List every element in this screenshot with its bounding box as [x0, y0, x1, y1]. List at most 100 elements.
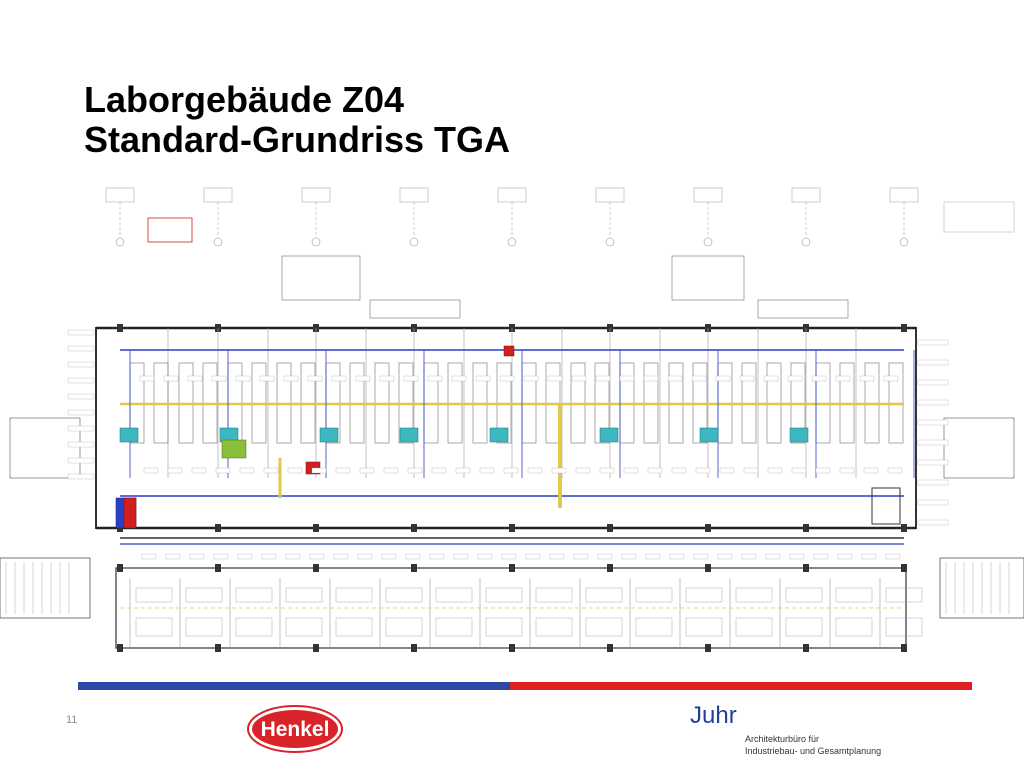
floor-plan-drawing	[0, 178, 1024, 678]
annotation-tag	[717, 553, 733, 560]
column	[509, 644, 515, 652]
office-desk	[685, 617, 723, 637]
side-note	[67, 377, 95, 384]
office-desk	[235, 617, 273, 637]
annotation-tag	[527, 467, 543, 474]
annotation-tag	[143, 467, 159, 474]
alert-note-box	[147, 217, 193, 243]
axis-label-box	[497, 187, 527, 203]
column	[901, 564, 907, 572]
annotation-tag	[693, 553, 709, 560]
grid-axis-bubble	[801, 237, 811, 247]
annotation-tag	[621, 553, 637, 560]
annotation-tag	[335, 467, 351, 474]
title-line-2: Standard-Grundriss TGA	[84, 119, 511, 160]
annotation-tag	[597, 553, 613, 560]
office-desk	[385, 587, 423, 603]
column	[313, 644, 319, 652]
annotation-tag	[381, 553, 397, 560]
annotation-tag	[477, 553, 493, 560]
annotation-tag	[645, 553, 661, 560]
axis-label-box	[399, 187, 429, 203]
axis-label-box	[693, 187, 723, 203]
column	[901, 324, 907, 332]
annotation-tag	[187, 375, 203, 382]
annotation-tag	[811, 375, 827, 382]
annotation-tag	[767, 467, 783, 474]
note-box	[757, 299, 849, 319]
color-bar	[78, 682, 972, 690]
axis-label-box	[203, 187, 233, 203]
stair-core	[0, 557, 91, 619]
annotation-tag	[691, 375, 707, 382]
office-desk	[685, 587, 723, 603]
annotation-tag	[311, 467, 327, 474]
office-desk	[335, 617, 373, 637]
column	[705, 644, 711, 652]
annotation-tag	[671, 467, 687, 474]
annotation-tag	[839, 467, 855, 474]
annotation-tag	[739, 375, 755, 382]
page-number: 11	[66, 714, 78, 726]
shaft	[871, 487, 901, 525]
henkel-logo: Henkel	[246, 704, 344, 754]
office-desk	[485, 587, 523, 603]
fume-hood	[119, 427, 139, 443]
annotation-tag	[789, 553, 805, 560]
side-note	[67, 473, 95, 480]
annotation-tag	[287, 467, 303, 474]
office-desk	[335, 587, 373, 603]
annotation-tag	[331, 375, 347, 382]
side-note	[917, 479, 949, 486]
column	[411, 644, 417, 652]
office-desk	[535, 617, 573, 637]
annotation-tag	[837, 553, 853, 560]
annotation-tag	[139, 375, 155, 382]
sanitary-core	[943, 417, 1015, 479]
annotation-tag	[501, 553, 517, 560]
annotation-tag	[599, 467, 615, 474]
annotation-tag	[885, 553, 901, 560]
side-note	[67, 361, 95, 368]
annotation-tag	[141, 553, 157, 560]
column	[117, 644, 123, 652]
sanitary-core	[9, 417, 81, 479]
annotation-tag	[407, 467, 423, 474]
column	[509, 524, 515, 532]
annotation-tag	[765, 553, 781, 560]
annotation-tag	[383, 467, 399, 474]
office-desk	[235, 587, 273, 603]
office-desk	[735, 587, 773, 603]
office-desk	[885, 617, 923, 637]
office-desk	[185, 587, 223, 603]
juhr-tagline-1: Architekturbüro für	[745, 734, 820, 744]
annotation-tag	[499, 375, 515, 382]
annotation-tag	[883, 375, 899, 382]
annotation-tag	[787, 375, 803, 382]
grid-axis-bubble	[409, 237, 419, 247]
office-desk	[635, 587, 673, 603]
annotation-tag	[429, 553, 445, 560]
annotation-tag	[741, 553, 757, 560]
annotation-tag	[763, 375, 779, 382]
side-note	[67, 329, 95, 336]
axis-label-box	[301, 187, 331, 203]
column	[705, 524, 711, 532]
annotation-tag	[285, 553, 301, 560]
side-note	[917, 359, 949, 366]
office-desk	[285, 617, 323, 637]
annotation-tag	[259, 375, 275, 382]
annotation-tag	[451, 375, 467, 382]
column	[117, 564, 123, 572]
office-desk	[735, 617, 773, 637]
side-note	[917, 499, 949, 506]
annotation-tag	[503, 467, 519, 474]
annotation-tag	[815, 467, 831, 474]
annotation-tag	[475, 375, 491, 382]
column	[117, 324, 123, 332]
column	[215, 564, 221, 572]
annotation-tag	[191, 467, 207, 474]
annotation-tag	[547, 375, 563, 382]
fume-hood	[789, 427, 809, 443]
axis-label-box	[889, 187, 919, 203]
